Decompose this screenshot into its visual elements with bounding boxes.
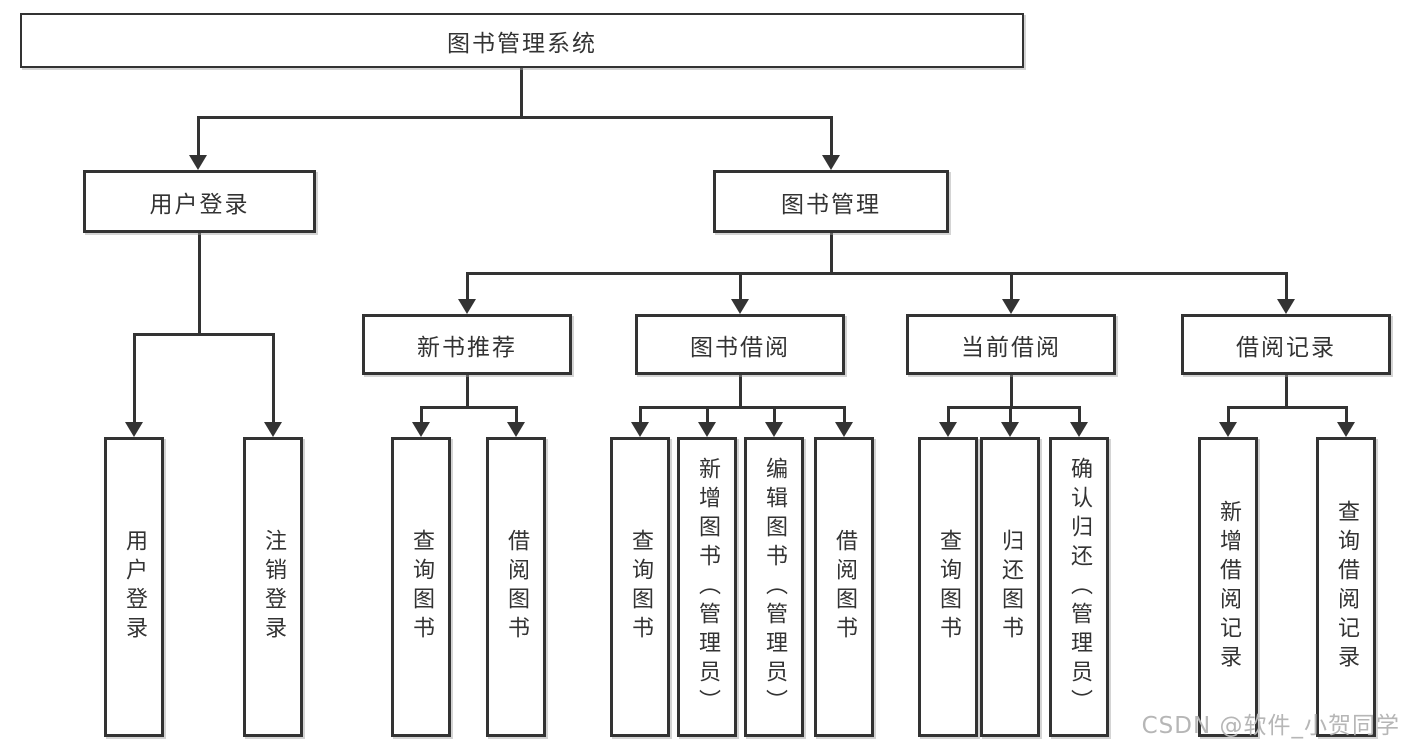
connector-line [197,233,201,336]
connector-line [271,334,275,424]
arrow-down-icon [939,422,957,437]
connector-line [946,405,1081,409]
connector-line [738,375,742,409]
connector-line [132,334,136,424]
connector-line [1009,375,1013,409]
node-label: 图书管理 [781,191,881,218]
arrow-down-icon [189,155,207,170]
arrow-down-icon [1337,422,1355,437]
node-book-borrow: 图书借阅 [635,314,845,375]
arrow-down-icon [458,299,476,314]
connector-line [519,68,523,118]
node-label: 查询借阅记录 [1334,500,1359,674]
node-label: 编辑图书（管理员） [762,456,787,718]
node-label: 当前借阅 [961,334,1061,361]
node-leaf-borrow-book-2: 借阅图书 [814,437,874,737]
arrow-down-icon [1002,299,1020,314]
node-book-mgmt: 图书管理 [713,170,949,233]
node-user-login: 用户登录 [83,170,316,233]
node-leaf-query-book-1: 查询图书 [391,437,451,737]
node-leaf-borrow-book-1: 借阅图书 [486,437,546,737]
arrow-down-icon [822,155,840,170]
arrow-down-icon [125,422,143,437]
node-leaf-user-login: 用户登录 [104,437,164,737]
connector-line [946,407,950,424]
node-label: 确认归还（管理员） [1067,456,1092,718]
node-label: 用户登录 [122,529,147,645]
connector-line [638,405,846,409]
node-leaf-return-book: 归还图书 [980,437,1040,737]
node-leaf-query-book-2: 查询图书 [610,437,670,737]
node-label: 注销登录 [261,529,286,645]
arrow-down-icon [1001,422,1019,437]
arrow-down-icon [1070,422,1088,437]
connector-line [419,405,518,409]
node-label: 查询图书 [936,529,961,645]
connector-line [465,271,1288,275]
node-leaf-confirm-return: 确认归还（管理员） [1049,437,1109,737]
node-label: 新增图书（管理员） [695,456,720,718]
arrow-down-icon [835,422,853,437]
connector-line [638,407,642,424]
node-label: 查询图书 [628,529,653,645]
node-label: 借阅图书 [832,529,857,645]
node-label: 用户登录 [149,191,250,218]
node-leaf-logout: 注销登录 [243,437,303,737]
arrow-down-icon [631,422,649,437]
node-label: 新书推荐 [417,334,517,361]
connector-line [829,117,833,157]
node-leaf-add-borrow-record: 新增借阅记录 [1198,437,1258,737]
connector-line [1008,407,1012,424]
connector-line [465,273,469,301]
node-leaf-add-book: 新增图书（管理员） [677,437,737,737]
connector-line [1284,273,1288,301]
connector-line [1009,273,1013,301]
connector-line [196,117,200,157]
arrow-down-icon [412,422,430,437]
arrow-down-icon [765,422,783,437]
connector-line [1226,407,1230,424]
watermark: CSDN @软件_小贺同学 [1141,713,1400,739]
arrow-down-icon [731,299,749,314]
arrow-down-icon [698,422,716,437]
node-leaf-query-book-3: 查询图书 [918,437,978,737]
connector-line [842,407,846,424]
node-current-borrow: 当前借阅 [906,314,1116,375]
node-label: 借阅记录 [1236,334,1336,361]
arrow-down-icon [1277,299,1295,314]
connector-line [1077,407,1081,424]
node-leaf-edit-book: 编辑图书（管理员） [744,437,804,737]
connector-line [1226,405,1348,409]
node-new-book-rec: 新书推荐 [362,314,572,375]
connector-line [772,407,776,424]
connector-line [829,233,833,275]
connector-line [514,407,518,424]
connector-line [419,407,423,424]
node-label: 新增借阅记录 [1216,500,1241,674]
arrow-down-icon [1219,422,1237,437]
node-label: 借阅图书 [504,529,529,645]
connector-line [738,273,742,301]
node-label: 图书借阅 [690,334,790,361]
node-label: 图书管理系统 [447,30,597,57]
node-borrow-records: 借阅记录 [1181,314,1391,375]
arrow-down-icon [264,422,282,437]
connector-line [1284,375,1288,409]
connector-line [465,375,469,409]
connector-line [132,332,275,336]
node-leaf-query-borrow-record: 查询借阅记录 [1316,437,1376,737]
node-root: 图书管理系统 [20,13,1024,68]
arrow-down-icon [507,422,525,437]
connector-line [705,407,709,424]
node-label: 归还图书 [998,529,1023,645]
connector-line [196,115,833,119]
connector-line [1344,407,1348,424]
node-label: 查询图书 [409,529,434,645]
